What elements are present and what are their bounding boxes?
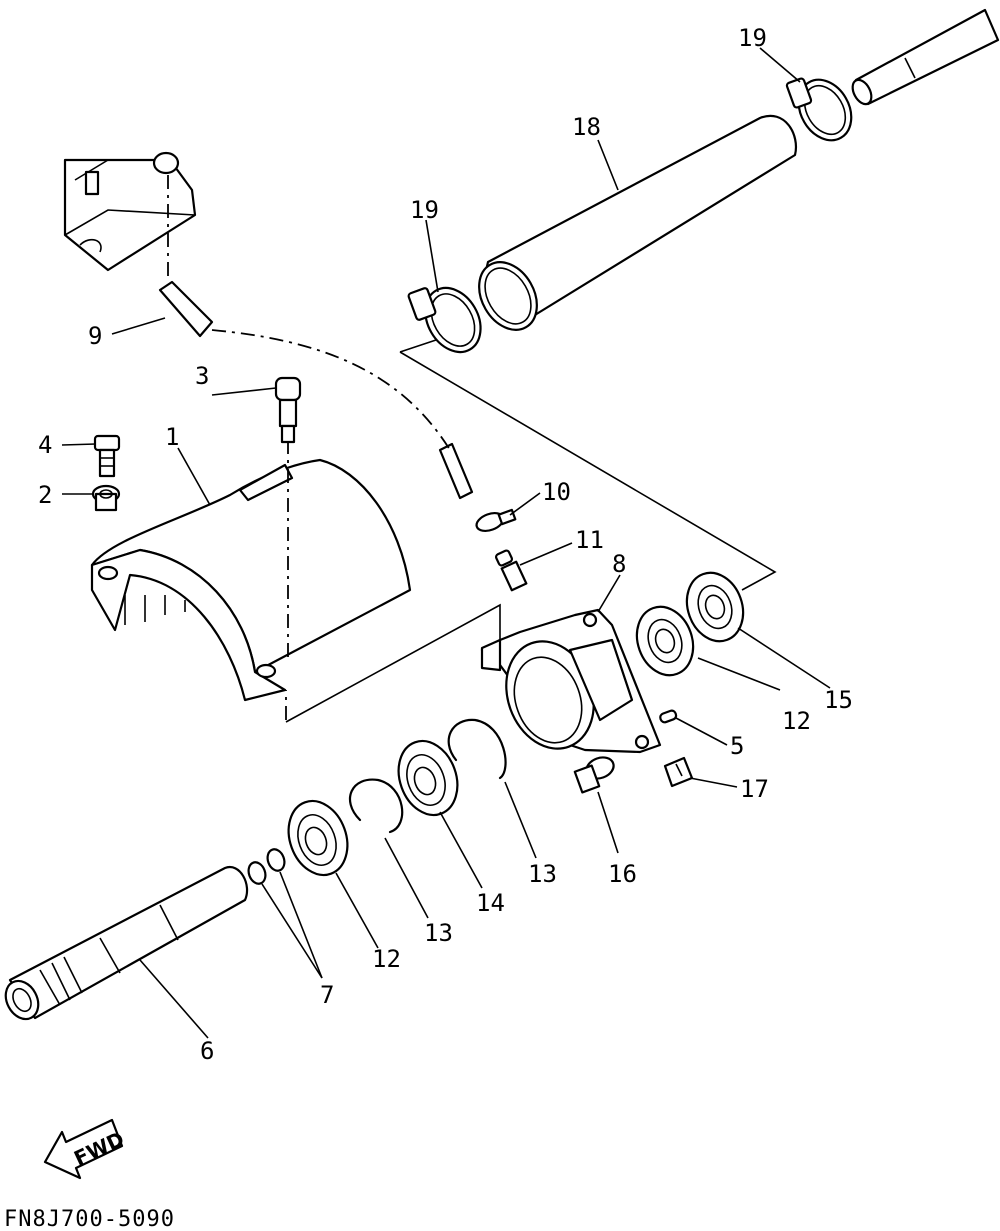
callout-18: 18 — [572, 113, 601, 141]
callout-13-upper: 13 — [528, 860, 557, 888]
bearing-part-12-right — [635, 605, 695, 677]
forward-direction-arrow: FWD — [43, 1118, 128, 1180]
callout-1: 1 — [165, 423, 179, 451]
fitting-part-11 — [495, 549, 528, 592]
tube-part-9 — [158, 280, 474, 500]
callout-17: 17 — [740, 775, 769, 803]
bearing-housing-part-8 — [480, 608, 662, 754]
leader-lines — [61, 47, 831, 1039]
callout-10: 10 — [542, 478, 571, 506]
engine-housing-fragment — [63, 151, 197, 280]
callout-7: 7 — [320, 981, 334, 1009]
circlip-part-13-lower — [349, 778, 404, 834]
pin-part-5 — [659, 709, 678, 724]
grease-fitting-part-3 — [274, 376, 302, 444]
drive-shaft-part-6 — [4, 865, 249, 1021]
callout-19-upper: 19 — [738, 24, 767, 52]
callout-8: 8 — [612, 550, 626, 578]
bolt-part-4 — [93, 434, 121, 478]
bolt-part-16 — [573, 756, 615, 794]
callout-labels: 1 2 3 4 5 6 7 8 9 10 11 12 12 13 13 14 1… — [38, 24, 853, 1065]
callout-5: 5 — [730, 732, 744, 760]
hose-clamp-19-upper — [785, 77, 853, 142]
hose-part-18 — [478, 114, 798, 331]
callout-6: 6 — [200, 1037, 214, 1065]
callout-3: 3 — [195, 362, 209, 390]
callout-12-right: 12 — [782, 707, 811, 735]
callout-12-left: 12 — [372, 945, 401, 973]
bearing-part-12-left — [287, 799, 349, 877]
fitting-part-10 — [475, 508, 517, 533]
clip-part-17 — [663, 756, 694, 788]
drive-shaft-end — [851, 8, 1000, 106]
callout-14: 14 — [476, 889, 505, 917]
callout-15: 15 — [824, 686, 853, 714]
drawing-code: FN8J700-5090 — [4, 1207, 175, 1231]
o-rings-part-7 — [247, 848, 286, 885]
callout-19-lower: 19 — [410, 196, 439, 224]
cover-part-1 — [90, 440, 412, 702]
callout-9: 9 — [88, 322, 102, 350]
callout-2: 2 — [38, 481, 52, 509]
circlip-part-13-upper — [447, 718, 507, 780]
bearing-part-14 — [397, 739, 459, 817]
collar-part-2 — [91, 484, 121, 512]
callout-4: 4 — [38, 431, 52, 459]
hose-clamp-19-lower — [407, 286, 482, 354]
assembly-guide-lines — [285, 339, 777, 723]
callout-11: 11 — [575, 526, 604, 554]
callout-13-lower: 13 — [424, 919, 453, 947]
bearing-part-15 — [685, 571, 745, 643]
callout-16: 16 — [608, 860, 637, 888]
